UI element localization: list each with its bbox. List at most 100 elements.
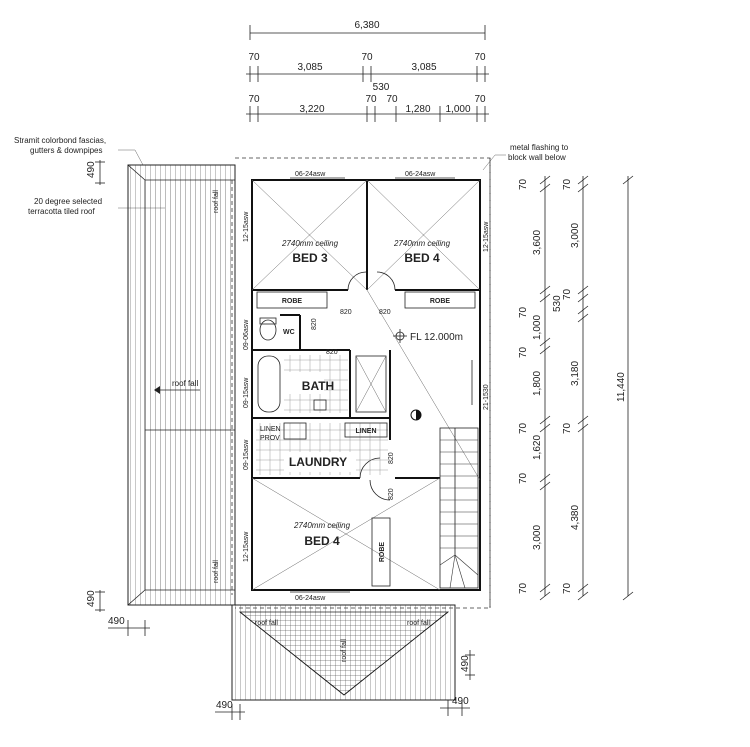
porch-roof: roof fall roof fall roof fall (231, 604, 456, 701)
rdim-inner-2: 530 (552, 295, 563, 312)
linen-label: LINEN (356, 428, 377, 435)
shower (355, 355, 387, 413)
bed4-bottom-label: BED 4 (304, 534, 340, 548)
doors: 820 820 820 820 820 820 (311, 271, 396, 501)
eave-porch-left: 490 (216, 700, 233, 711)
window-top-left: 06-24asw (295, 171, 326, 178)
roof-fall-left: roof fall (172, 379, 198, 388)
bath-label: BATH (302, 379, 334, 393)
note-flashing-line1: metal flashing to (510, 143, 569, 152)
bed3-ceiling: 2740mm ceiling (281, 239, 339, 248)
roof-fall-porch-right: roof fall (407, 620, 430, 627)
wc-label: WC (283, 329, 295, 336)
linen-prov-line2: PROV (260, 435, 280, 442)
dim-row2-right-wall: 70 (474, 52, 486, 63)
rdim-outer-4: 70 (518, 346, 529, 358)
window-top-right: 06-24asw (405, 171, 436, 178)
roof-fall-porch-centre: roof fall (341, 639, 348, 662)
linen-prov-line1: LINEN (260, 426, 281, 433)
eave-top-left: 490 (86, 161, 97, 178)
eave-porch-bottom: 490 (452, 696, 469, 707)
robe-bed4b-label: ROBE (379, 542, 386, 563)
right-dimensions: 70 3,600 70 1,000 70 1,800 70 1,620 70 3… (518, 175, 634, 601)
rdim-outer-1: 3,600 (532, 230, 543, 255)
window-wc: 09-06asw (243, 319, 250, 350)
window-bed3-side: 12-15asw (243, 211, 250, 242)
eave-dimensions: 490 490 490 490 490 490 (86, 160, 475, 720)
rdim-outer-3: 1,000 (532, 315, 543, 340)
wc-toilet (259, 319, 277, 341)
rdim-inner-4: 3,180 (570, 361, 581, 386)
note-roof-line2: terracotta tiled roof (28, 207, 95, 216)
dim-row3-w1: 70 (365, 94, 377, 105)
ceiling-diagonals (251, 179, 481, 591)
eave-bottom-left: 490 (108, 616, 125, 627)
bed3-label: BED 3 (292, 251, 328, 265)
rdim-outer-7: 1,620 (532, 435, 543, 460)
dim-row3-b: 1,280 (405, 104, 430, 115)
linen-cupboard (344, 422, 388, 438)
robe-bed4b (371, 517, 391, 587)
rdim-inner-0: 70 (562, 178, 573, 190)
dim-row3-right-wall: 70 (474, 94, 486, 105)
rdim-overall: 11,440 (616, 372, 627, 402)
rdim-outer-9: 3,000 (532, 525, 543, 550)
dim-row2-left-wall: 70 (248, 52, 260, 63)
window-bottom: 06-24asw (295, 595, 326, 602)
door-bed4b-size: 820 (388, 488, 395, 500)
dim-row2-left: 3,085 (297, 62, 322, 73)
dim-row2-right: 3,085 (411, 62, 436, 73)
rdim-outer-2: 70 (518, 306, 529, 318)
dim-row2-mid-wall: 70 (361, 52, 373, 63)
bed4-bottom-ceiling: 2740mm ceiling (293, 521, 351, 530)
window-bed4b-side: 12-15asw (243, 531, 250, 562)
bed4-top-label: BED 4 (404, 251, 440, 265)
rdim-outer-10: 70 (518, 582, 529, 594)
rdim-outer-0: 70 (518, 178, 529, 190)
floor-level-label: FL 12.000m (410, 332, 463, 343)
rdim-outer-8: 70 (518, 472, 529, 484)
bed4-top-ceiling: 2740mm ceiling (393, 239, 451, 248)
laundry-tub (283, 422, 307, 440)
eave-left-bottom: 490 (86, 590, 97, 607)
robe-bed3 (256, 291, 328, 309)
roof-fall-left-top: roof fall (213, 190, 220, 213)
room-bed4-top[interactable]: 2740mm ceiling BED 4 (393, 239, 451, 265)
window-stair: 21-1530 (483, 384, 490, 410)
door-bath-size: 820 (326, 349, 338, 356)
eave-porch-right: 490 (460, 655, 471, 672)
laundry-label: LAUNDRY (289, 455, 347, 469)
top-dimensions: 6,380 70 3,085 70 3,085 70 530 70 3,220 … (246, 20, 489, 122)
note-fascia-line2: gutters & downpipes (30, 146, 103, 155)
dim-row3-w2: 70 (386, 94, 398, 105)
door-laundry-size: 820 (388, 452, 395, 464)
roof-fall-left-bottom: roof fall (213, 560, 220, 583)
dim-overall-width: 6,380 (354, 20, 379, 31)
room-bed4-bottom[interactable]: 2740mm ceiling BED 4 (293, 521, 351, 548)
door-bed3-size: 820 (340, 309, 352, 316)
rdim-inner-6: 4,380 (570, 505, 581, 530)
rdim-outer-6: 70 (518, 422, 529, 434)
door-bed4-size: 820 (379, 309, 391, 316)
roof-fall-porch-left: roof fall (255, 620, 278, 627)
rdim-outer-5: 1,800 (532, 371, 543, 396)
annotations: Stramit colorbond fascias, gutters & dow… (14, 136, 569, 216)
dim-row3-a: 3,220 (299, 104, 324, 115)
door-wc-size: 820 (311, 318, 318, 330)
robe-bed4-label: ROBE (430, 298, 451, 305)
rdim-inner-3: 70 (562, 288, 573, 300)
room-bed3[interactable]: 2740mm ceiling BED 3 (281, 239, 339, 265)
robe-bed4 (404, 291, 476, 309)
bathtub (257, 355, 281, 413)
dim-row3-left-wall: 70 (248, 94, 260, 105)
window-bath: 09-15asw (243, 377, 250, 408)
dim-row3-c: 1,000 (445, 104, 470, 115)
left-roof: roof fall roof fall roof fall (127, 164, 236, 606)
rdim-inner-7: 70 (562, 582, 573, 594)
rdim-inner-1: 3,000 (570, 223, 581, 248)
note-flashing-line2: block wall below (508, 153, 566, 162)
window-bed4-side: 12-15asw (483, 221, 490, 252)
note-roof-line1: 20 degree selected (34, 197, 102, 206)
stair (439, 427, 479, 589)
